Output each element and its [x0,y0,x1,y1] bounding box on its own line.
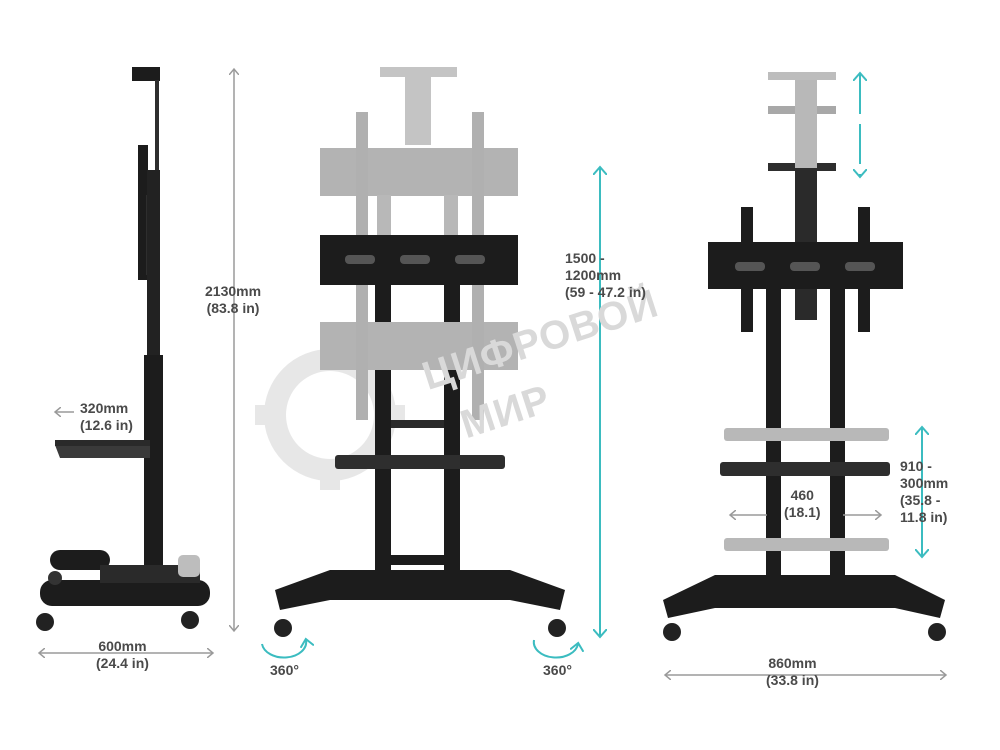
side-height-label: 2130mm (83.8 in) [205,283,262,316]
swivel-right-label: 360° [543,662,572,678]
side-view-stand [36,67,210,631]
shelf-height-label: 910 - 300mm (35.8 - 11.8 in) [900,458,949,525]
swivel-left-label: 360° [270,662,299,678]
swivel-left-arrow [261,640,306,659]
right-view-stand [663,72,946,641]
shelf-width-label: 460 (18.1) [784,487,821,520]
front-view-stand [274,67,566,637]
side-base-depth-label: 600mm (24.4 in) [96,638,149,671]
right-base-width-label: 860mm (33.8 in) [766,655,819,688]
mount-height-label: 1500 - 1200mm (59 - 47.2 in) [565,250,646,300]
swivel-right-arrow [532,639,578,659]
side-shelf-depth-label: 320mm (12.6 in) [80,400,133,433]
